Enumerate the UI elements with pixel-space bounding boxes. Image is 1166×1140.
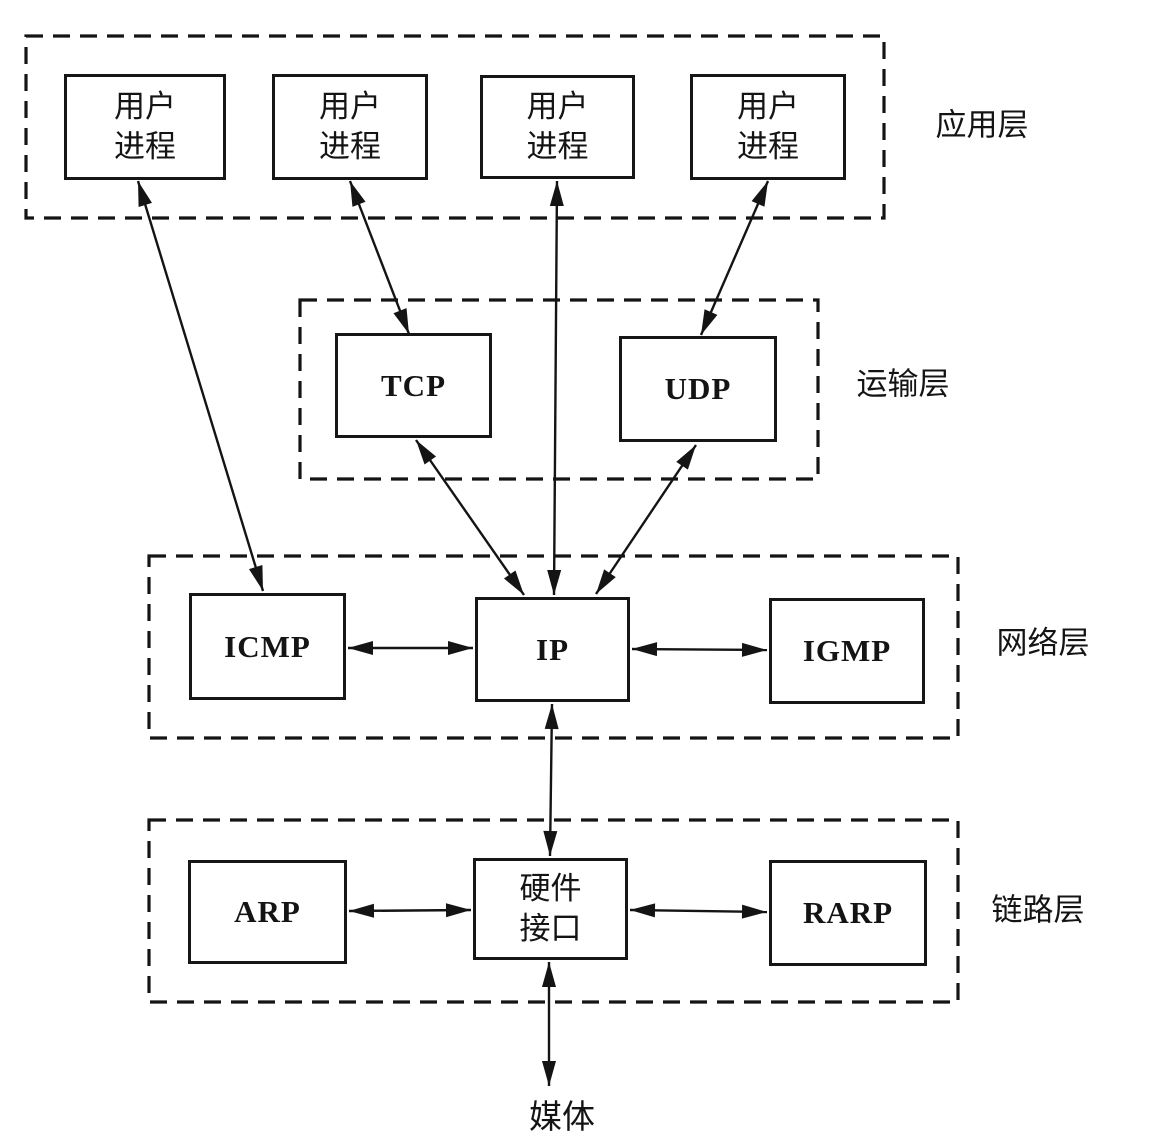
node-user-process-2: 用户 进程: [272, 74, 428, 180]
layer-frame-link: [147, 818, 960, 1004]
node-user-process-4: 用户 进程: [690, 74, 846, 180]
layer-frame-application: [24, 34, 886, 220]
arrow-user-process-3-ip: [552, 180, 559, 596]
node-arp: ARP: [188, 860, 347, 964]
arrow-user-process-1-icmp: [136, 180, 265, 592]
node-ip: IP: [475, 597, 630, 702]
arrow-ip-hardware-interface: [548, 703, 554, 857]
layer-frame-transport: [298, 298, 820, 481]
arrow-user-process-4-udp: [699, 180, 770, 336]
layer-label-network: 网络层: [996, 625, 1090, 661]
node-udp: UDP: [619, 336, 777, 442]
layer-label-transport: 运输层: [856, 366, 950, 402]
node-hardware-interface: 硬件 接口: [473, 858, 628, 960]
layer-frame-network: [147, 554, 960, 740]
node-user-process-1: 用户 进程: [64, 74, 226, 180]
node-user-process-3: 用户 进程: [480, 75, 635, 179]
media-label: 媒体: [529, 1098, 595, 1135]
arrow-udp-ip: [595, 444, 697, 595]
node-rarp: RARP: [769, 860, 927, 966]
node-icmp: ICMP: [189, 593, 346, 700]
node-igmp: IGMP: [769, 598, 925, 704]
node-tcp: TCP: [335, 333, 492, 438]
layer-label-link: 链路层: [991, 892, 1085, 928]
layer-label-application: 应用层: [935, 107, 1029, 143]
arrow-tcp-ip: [415, 439, 525, 596]
arrow-user-process-2-tcp: [348, 180, 411, 335]
